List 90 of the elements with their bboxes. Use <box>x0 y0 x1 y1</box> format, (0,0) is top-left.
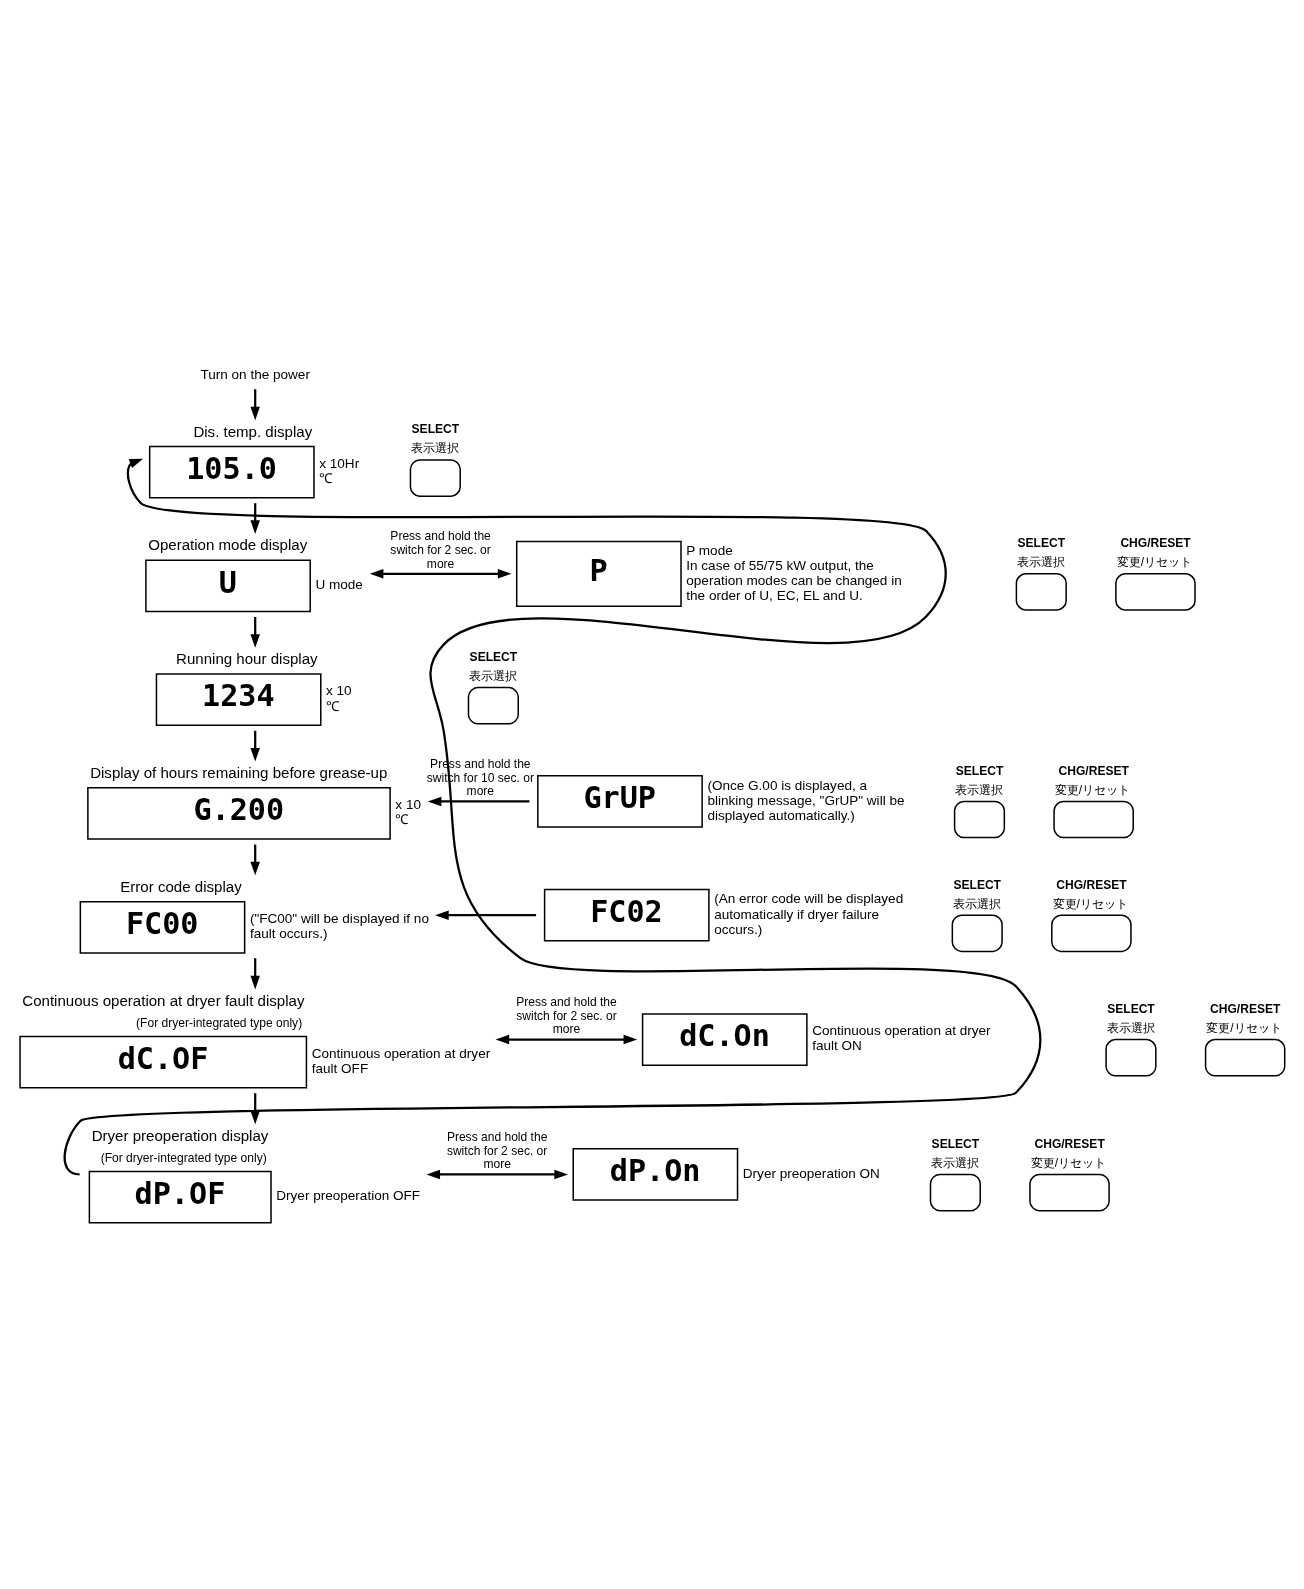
node-label: In case of 55/75 kW output, the operation modes can be changed in the order of U, EC, EL and U. <box>686 557 902 603</box>
node-label: SELECT <box>1017 535 1066 550</box>
node-label: U mode <box>315 576 363 592</box>
node-box: 105.0 <box>148 445 315 498</box>
node-label: 変更/リセット <box>1030 1155 1107 1170</box>
node-box <box>951 913 1003 952</box>
node-box: P <box>515 540 682 607</box>
node-box: GrUP <box>537 774 703 828</box>
node-label: CHG/RESET <box>1056 877 1127 892</box>
node-box <box>1029 1173 1110 1211</box>
node-label: Dryer preoperation display <box>91 1126 269 1144</box>
node-label: SELECT <box>411 421 460 436</box>
node-label: SELECT <box>931 1136 980 1151</box>
edge-label: Press and hold the switch for 2 sec. or more <box>390 528 491 571</box>
node-label: Dis. temp. display <box>193 422 313 440</box>
node-label: x 10Hr <box>319 455 360 471</box>
node-box: dP.On <box>572 1147 739 1201</box>
node-label: Running hour display <box>176 649 318 667</box>
node-box: G.200 <box>87 786 391 840</box>
arrow <box>426 1169 568 1179</box>
node-box: dC.On <box>641 1012 808 1066</box>
node-box: U <box>145 558 311 612</box>
node-label: SELECT <box>469 649 518 664</box>
arrow <box>495 1034 638 1044</box>
node-label: 表示選択 <box>1106 1020 1155 1035</box>
node-label: ("FC00" will be displayed if no fault occurs.) <box>249 910 429 941</box>
node-label: 表示選択 <box>1017 554 1066 569</box>
node-text: Turn on the power <box>200 366 310 382</box>
node-label: Display of hours remaining before grease-up <box>90 763 388 781</box>
edge-label: Press and hold the switch for 2 sec. or more <box>516 994 617 1036</box>
node-label: 変更/リセット <box>1116 554 1192 569</box>
node-label: P mode <box>686 542 733 557</box>
arrow <box>369 568 512 579</box>
node-box <box>1115 572 1196 611</box>
node-label: SELECT <box>1107 1001 1155 1016</box>
node-label: Operation mode display <box>148 535 308 553</box>
node-label: 変更/リセット <box>1052 896 1128 911</box>
arrow <box>250 616 260 648</box>
node-label: x 10 <box>326 682 352 698</box>
node-label: Dryer preoperation OFF <box>276 1187 421 1203</box>
node-label: Continuous operation at dryer fault ON <box>812 1022 991 1053</box>
node-label: 表示選択 <box>931 1155 980 1170</box>
node-label: ℃ <box>319 470 333 486</box>
edge-label: Press and hold the switch for 2 sec. or more <box>446 1129 548 1171</box>
node-label: 表示選択 <box>469 668 518 683</box>
node-box: dP.OF <box>88 1170 272 1223</box>
node-label: (For dryer-integrated type only) <box>136 1015 303 1030</box>
arrow <box>250 1092 260 1124</box>
node-box <box>1204 1038 1286 1076</box>
node-label: 表示選択 <box>953 896 1002 911</box>
node-label: Dryer preoperation ON <box>742 1165 880 1181</box>
node-box <box>1105 1038 1157 1076</box>
node-box <box>467 686 519 725</box>
arrow <box>250 957 260 989</box>
node-label: ℃ <box>395 811 409 827</box>
node-label: 変更/リセット <box>1054 782 1131 797</box>
node-label: 変更/リセット <box>1206 1020 1282 1035</box>
arrow <box>250 844 260 875</box>
node-label: CHG/RESET <box>1034 1136 1105 1151</box>
node-box: dC.OF <box>19 1035 308 1089</box>
arrow <box>250 388 260 420</box>
node-box: FC00 <box>79 900 246 954</box>
arrow <box>250 502 260 534</box>
node-box <box>409 458 461 497</box>
node-box <box>953 800 1006 838</box>
node-box: 1234 <box>155 672 322 726</box>
node-label: Error code display <box>120 877 242 895</box>
node-label: SELECT <box>953 877 1001 892</box>
node-label: SELECT <box>955 763 1004 778</box>
arrow <box>427 796 530 806</box>
node-label: (An error code will be displayed automatically if dryer failure occurs.) <box>714 890 904 937</box>
node-label: (Once G.00 is displayed, a blinking message, "GrUP" will be displayed automatically.) <box>707 777 905 823</box>
node-label: Continuous operation at dryer fault display <box>22 991 305 1009</box>
arrow <box>435 909 537 920</box>
node-label: (For dryer-integrated type only) <box>100 1150 267 1165</box>
node-box <box>929 1173 981 1211</box>
node-label: Continuous operation at dryer fault OFF <box>311 1045 491 1076</box>
node-label: CHG/RESET <box>1120 535 1191 550</box>
node-label: x 10 <box>395 796 421 812</box>
node-box: FC02 <box>543 888 710 942</box>
arrow <box>250 730 260 762</box>
node-box <box>1053 800 1134 838</box>
node-label: 表示選択 <box>955 782 1004 797</box>
node-label: CHG/RESET <box>1058 763 1129 778</box>
node-label: CHG/RESET <box>1210 1001 1281 1016</box>
node-box <box>1051 913 1132 952</box>
node-label: 表示選択 <box>411 440 460 455</box>
node-label: ℃ <box>326 698 340 714</box>
node-box <box>1015 572 1067 611</box>
arrow <box>64 458 1041 1175</box>
